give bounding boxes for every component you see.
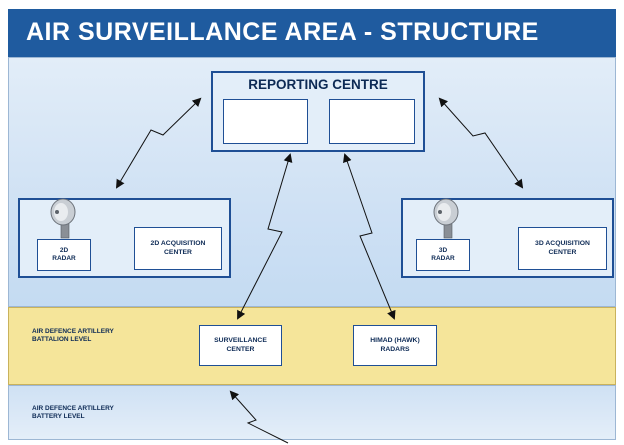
battalion-level-band <box>8 307 616 385</box>
link-reporting-to-2d-group <box>115 97 202 189</box>
link-battalion-to-battery <box>229 390 289 444</box>
acquisition-2d-box <box>134 227 222 270</box>
acquisition-2d-label: 2D ACQUISITION CENTER <box>150 240 206 256</box>
surveillance-center-label: SURVEILLANCE CENTER <box>214 337 267 353</box>
reporting-centre-label: REPORTING CENTRE <box>248 76 388 92</box>
link-reporting-to-himad <box>343 153 396 320</box>
radar-2d-box <box>37 239 91 271</box>
battalion-level-label: AIR DEFENCE ARTILLERY BATTALION LEVEL <box>32 328 114 344</box>
battery-level-label: AIR DEFENCE ARTILLERY BATTERY LEVEL <box>32 405 114 421</box>
reporting-centre-slot-right <box>329 99 415 144</box>
acquisition-3d-label: 3D ACQUISITION CENTER <box>535 240 590 256</box>
radar-dish-icon <box>50 198 76 239</box>
title-bar: AIR SURVEILLANCE AREA - STRUCTURE <box>8 9 616 57</box>
himad-radars-label: HIMAD (HAWK) RADARS <box>370 337 420 353</box>
himad-radars-box <box>353 325 437 366</box>
link-reporting-to-3d-group <box>438 97 524 189</box>
link-reporting-to-surveillance <box>237 153 293 320</box>
reporting-centre-slot-left <box>223 99 308 144</box>
surveillance-center-box <box>199 325 282 366</box>
radar-2d-label: 2D RADAR <box>52 247 76 262</box>
radar-3d-label: 3D RADAR <box>431 247 455 262</box>
diagram-title: AIR SURVEILLANCE AREA - STRUCTURE <box>26 18 539 46</box>
acquisition-3d-box <box>518 227 607 270</box>
radar-3d-box <box>416 239 470 271</box>
radar-dish-icon <box>433 198 459 239</box>
battery-level-band <box>8 385 616 440</box>
